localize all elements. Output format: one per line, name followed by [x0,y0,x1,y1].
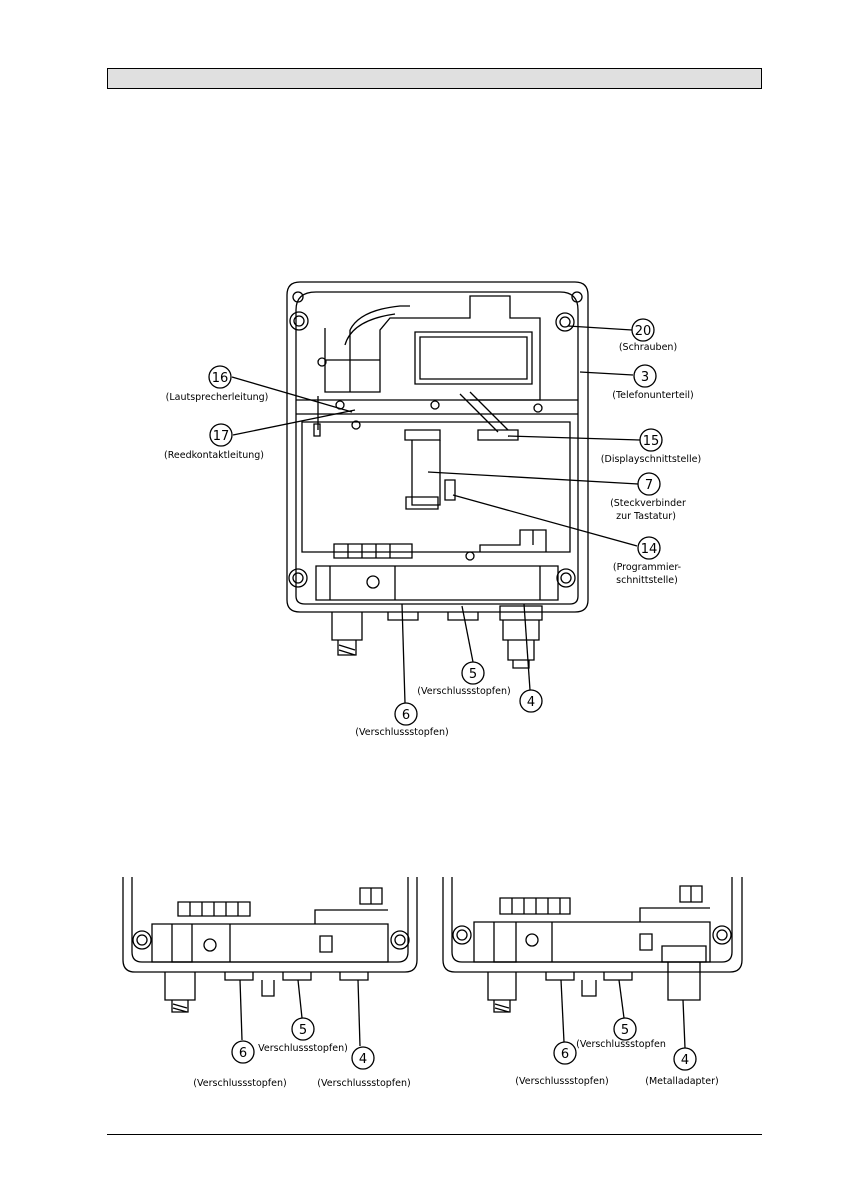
callout-17-label: (Reedkontaktleitung) [164,450,264,461]
bl-callout-6-number: 6 [239,1046,247,1061]
br-callout-5-label: (Verschlussstopfen [576,1039,666,1050]
callout-4-number: 4 [527,695,535,710]
footer-rule [107,1134,762,1135]
callout-16-number: 16 [212,371,229,386]
callout-17-number: 17 [213,429,230,444]
bl-callout-4-label: (Verschlussstopfen) [317,1078,410,1089]
callout-14-number: 14 [641,542,658,557]
main-housing-drawing [208,281,663,726]
bottom-left-drawing [122,877,418,1070]
callout-15-label: (Displayschnittstelle) [601,454,701,465]
callout-14-label-line2: schnittstelle) [616,575,678,586]
callout-3-label: (Telefonunterteil) [612,390,693,401]
bl-callout-5-number: 5 [299,1023,307,1038]
callout-3-number: 3 [641,370,649,385]
callout-7-label-line2: zur Tastatur) [616,511,676,522]
callout-7-label-line1: (Steckverbinder [610,498,686,509]
header-bar [107,68,762,89]
callout-15-number: 15 [643,434,660,449]
br-callout-5-number: 5 [621,1023,629,1038]
callout-5-label: (Verschlussstopfen) [417,686,510,697]
br-callout-6-label: (Verschlussstopfen) [515,1076,608,1087]
bottom-right-drawing [442,877,743,1071]
callout-16-label: (Lautsprecherleitung) [166,392,269,403]
bl-callout-5-label: Verschlussstopfen) [258,1043,348,1054]
callout-7-number: 7 [645,478,653,493]
br-callout-4-label: (Metalladapter) [645,1076,718,1087]
br-callout-6-number: 6 [561,1047,569,1062]
bl-callout-6-label: (Verschlussstopfen) [193,1078,286,1089]
callout-14-label-line1: (Programmier- [613,562,681,573]
br-callout-4-number: 4 [681,1053,689,1068]
callout-6-number: 6 [402,708,410,723]
bl-callout-4-number: 4 [359,1052,367,1067]
callout-20-number: 20 [635,324,652,339]
callout-20-label: (Schrauben) [619,342,677,353]
callout-6-label: (Verschlussstopfen) [355,727,448,738]
callout-5-number: 5 [469,667,477,682]
